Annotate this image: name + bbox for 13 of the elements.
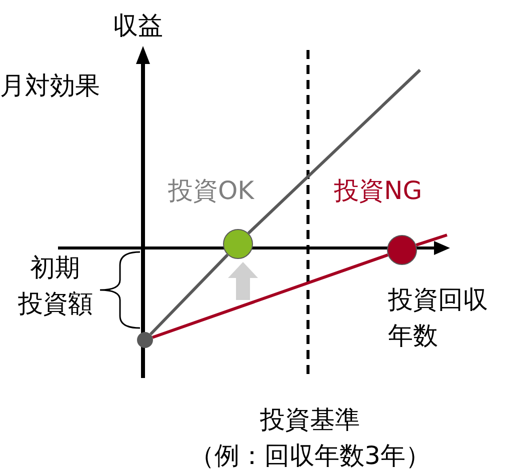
trend-line [149,254,229,336]
breakeven-circle [387,235,417,265]
caption-text: 月対効果 [0,70,101,102]
bracket-label: 初期投資額 [18,252,94,320]
origin-dot [137,332,153,348]
trend-line [152,254,388,339]
breakeven-circle [223,229,253,259]
region-label: 投資OK [168,175,256,207]
region-label: 投資NG [334,175,424,207]
axis-label: 収益 [113,10,164,42]
axis-label: 投資回収年数 [388,284,489,352]
threshold-label: 投資基準 [259,404,361,436]
threshold-note: （例：回収年数3年） [188,440,432,472]
